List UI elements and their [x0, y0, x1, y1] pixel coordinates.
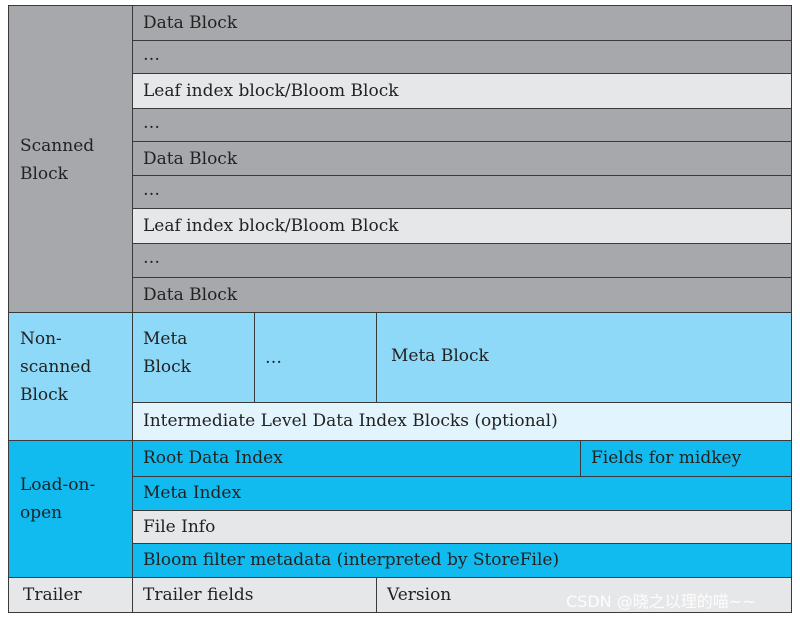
watermark: CSDN @晓之以理的喵~~: [566, 592, 756, 611]
row-text: Data Block: [143, 13, 238, 33]
trailer-label-cell: Trailer: [8, 577, 133, 613]
non-scanned-block-label-cell: Non- scanned Block: [8, 312, 133, 441]
intermediate-index-text: Intermediate Level Data Index Blocks (op…: [143, 411, 558, 431]
root-data-index-text: Root Data Index: [143, 448, 283, 468]
meta-ellipsis-cell: …: [254, 312, 377, 403]
scanned-row-ellipsis-1: …: [132, 40, 792, 74]
row-text: Data Block: [143, 149, 238, 169]
meta-ellipsis-text: …: [265, 348, 282, 368]
meta-block-1-cell: Meta Block: [132, 312, 255, 403]
scanned-row-data-block-3: Data Block: [132, 277, 792, 313]
row-text: …: [143, 45, 160, 65]
trailer-label: Trailer: [23, 585, 82, 605]
scanned-row-leaf-index-2: Leaf index block/Bloom Block: [132, 208, 792, 244]
meta-index-text: Meta Index: [143, 483, 242, 503]
row-text: …: [143, 113, 160, 133]
scanned-row-ellipsis-2: …: [132, 108, 792, 142]
load-on-open-label-cell: Load-on- open: [8, 440, 133, 578]
file-info-text: File Info: [143, 517, 216, 537]
trailer-fields-text: Trailer fields: [143, 585, 254, 605]
row-text: Data Block: [143, 285, 238, 305]
version-cell: Version: [376, 577, 792, 613]
row-text: Leaf index block/Bloom Block: [143, 81, 399, 101]
scanned-row-data-block-2: Data Block: [132, 141, 792, 176]
scanned-row-data-block-1: Data Block: [132, 5, 792, 41]
meta-block-1-text: Meta Block: [143, 329, 191, 377]
file-info-row: File Info: [132, 510, 792, 544]
meta-index-row: Meta Index: [132, 476, 792, 511]
meta-block-2-cell: Meta Block: [376, 312, 792, 403]
scanned-block-label-cell: Scanned Block: [8, 5, 133, 313]
row-text: …: [143, 248, 160, 268]
row-text: Leaf index block/Bloom Block: [143, 216, 399, 236]
bloom-meta-row: Bloom filter metadata (interpreted by St…: [132, 543, 792, 578]
row-text: …: [143, 180, 160, 200]
scanned-row-ellipsis-4: …: [132, 243, 792, 278]
root-data-index-cell: Root Data Index: [132, 440, 581, 477]
version-text: Version: [387, 585, 452, 605]
intermediate-index-row: Intermediate Level Data Index Blocks (op…: [132, 402, 792, 441]
scanned-block-label: Scanned Block: [20, 136, 95, 184]
load-on-open-label: Load-on- open: [20, 475, 96, 523]
scanned-row-leaf-index-1: Leaf index block/Bloom Block: [132, 73, 792, 109]
meta-block-2-text: Meta Block: [391, 346, 489, 366]
non-scanned-block-label: Non- scanned Block: [20, 329, 92, 405]
scanned-row-ellipsis-3: …: [132, 175, 792, 209]
fields-for-midkey-text: Fields for midkey: [591, 448, 742, 468]
trailer-fields-cell: Trailer fields: [132, 577, 377, 613]
fields-for-midkey-cell: Fields for midkey: [580, 440, 792, 477]
bloom-meta-text: Bloom filter metadata (interpreted by St…: [143, 550, 560, 570]
